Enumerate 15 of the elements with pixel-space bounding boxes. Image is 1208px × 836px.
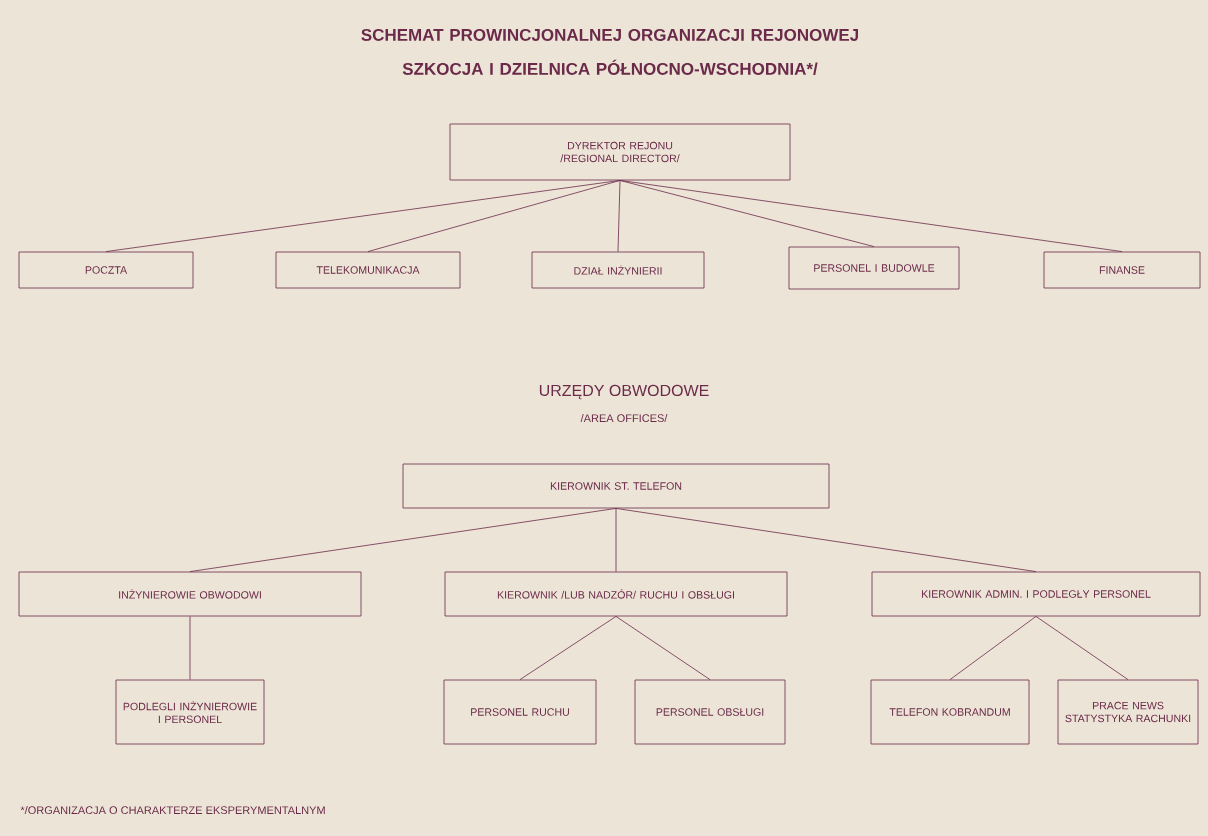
connector-line <box>617 180 621 252</box>
connector-line <box>619 180 875 247</box>
connector-line <box>1035 616 1129 680</box>
connector-line <box>189 616 191 680</box>
title: SCHEMAT PROWINCJONALNEJ ORGANIZACJI REJONOWEJ SZKOCJA I DZIELNICA PÓŁNOCNO-WSCHODNIA*/ <box>361 28 858 76</box>
connector-line <box>619 180 1123 252</box>
connector-line <box>615 508 1037 572</box>
connector-line <box>615 508 617 572</box>
connector-line <box>367 180 621 252</box>
connector-line <box>615 616 711 680</box>
connector-line <box>105 180 621 252</box>
connector-line <box>189 508 617 572</box>
connector-line <box>519 616 617 680</box>
connector-line <box>949 616 1037 680</box>
section-heading: URZĘDY OBWODOWE <box>539 384 709 400</box>
